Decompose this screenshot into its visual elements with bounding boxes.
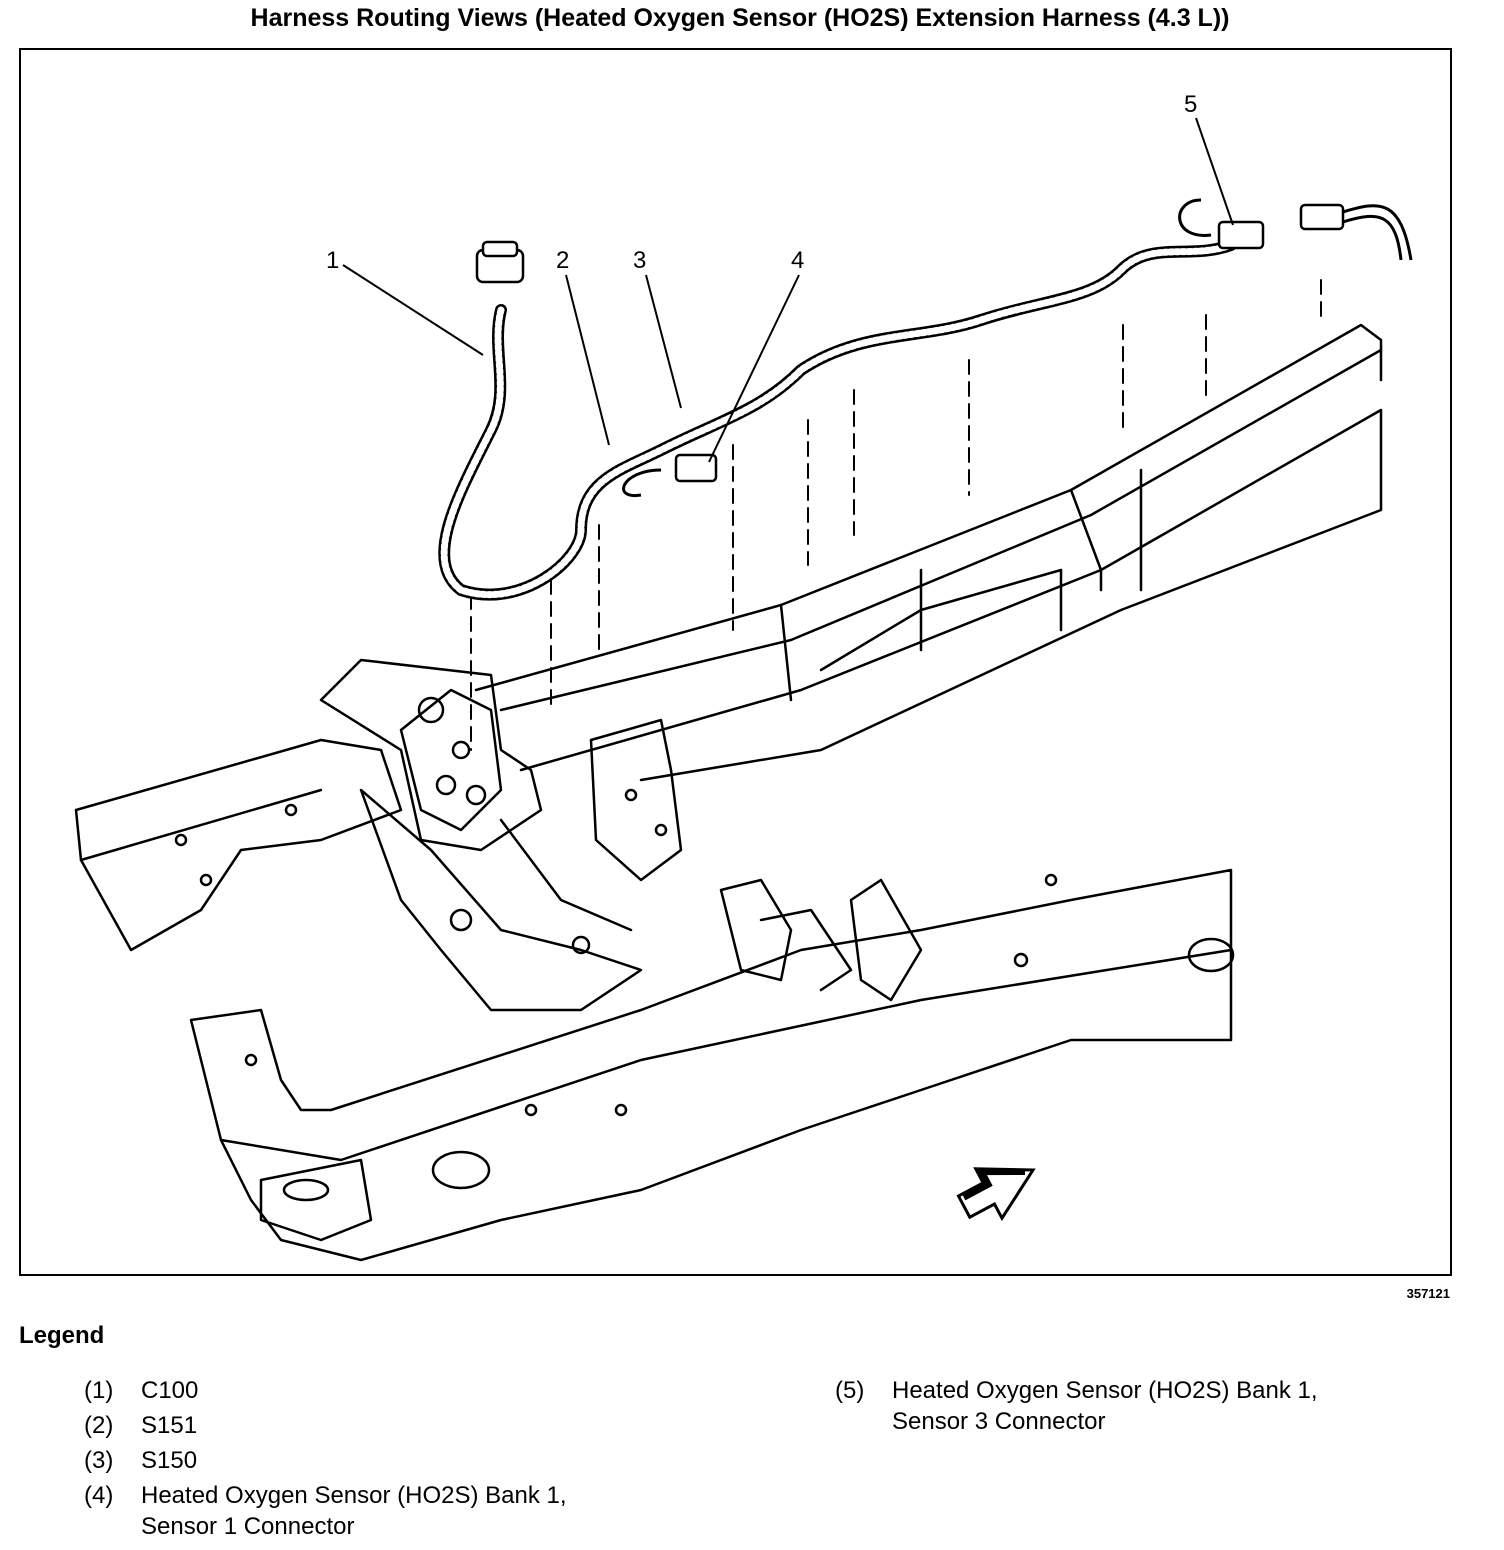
legend-item: (5) Heated Oxygen Sensor (HO2S) Bank 1, … xyxy=(835,1373,1318,1437)
figure-id: 357121 xyxy=(1406,1286,1450,1301)
legend-number: (2) xyxy=(84,1412,114,1439)
ho2s-extension-harness xyxy=(438,198,1413,601)
harness-attach-lines xyxy=(470,279,1322,751)
legend-text: S150 xyxy=(141,1447,198,1474)
legend-text: C100 xyxy=(141,1377,199,1404)
leader-1 xyxy=(342,264,484,356)
front-crossmember xyxy=(189,868,1235,1262)
side-rail xyxy=(474,323,1383,782)
callout-3: 3 xyxy=(633,247,646,274)
frame-harness-illustration: 1 2 3 4 5 xyxy=(74,91,1413,1262)
suspension-bracket xyxy=(719,878,923,1002)
leader-4 xyxy=(708,274,800,463)
legend-number: (1) xyxy=(84,1377,114,1404)
left-frame-rail xyxy=(74,738,403,952)
leader-5 xyxy=(1195,117,1234,226)
callout-1: 1 xyxy=(326,247,339,274)
callout-2: 2 xyxy=(556,247,569,274)
legend-item: (2) S151 xyxy=(84,1408,567,1443)
callout-5: 5 xyxy=(1184,91,1197,118)
front-direction-arrow-icon xyxy=(956,1167,1036,1222)
center-crossmember xyxy=(359,788,643,1012)
legend-item: (1) C100 xyxy=(84,1373,567,1408)
leader-3 xyxy=(645,274,682,409)
callout-leaders xyxy=(342,117,1234,463)
legend-number: (4) xyxy=(84,1482,114,1509)
legend-right-column: (5) Heated Oxygen Sensor (HO2S) Bank 1, … xyxy=(835,1373,1318,1437)
callout-4: 4 xyxy=(791,247,804,274)
legend-left-column: (1) C100 (2) S151 (3) S150 (4) Heated Ox… xyxy=(84,1373,567,1542)
legend-number: (3) xyxy=(84,1447,114,1474)
legend-text: Heated Oxygen Sensor (HO2S) Bank 1, Sens… xyxy=(141,1482,567,1540)
legend-text: Heated Oxygen Sensor (HO2S) Bank 1, Sens… xyxy=(892,1377,1318,1435)
legend-number: (5) xyxy=(835,1377,865,1404)
legend-text: S151 xyxy=(141,1412,198,1439)
legend-item: (4) Heated Oxygen Sensor (HO2S) Bank 1, … xyxy=(84,1478,567,1542)
legend-heading: Legend xyxy=(19,1322,105,1349)
engine-mount-bracket xyxy=(319,658,683,882)
diagram-frame: 1 2 3 4 5 xyxy=(19,48,1452,1276)
leader-2 xyxy=(565,274,610,446)
diagram-title: Harness Routing Views (Heated Oxygen Sen… xyxy=(250,4,1230,32)
legend-item: (3) S150 xyxy=(84,1443,567,1478)
